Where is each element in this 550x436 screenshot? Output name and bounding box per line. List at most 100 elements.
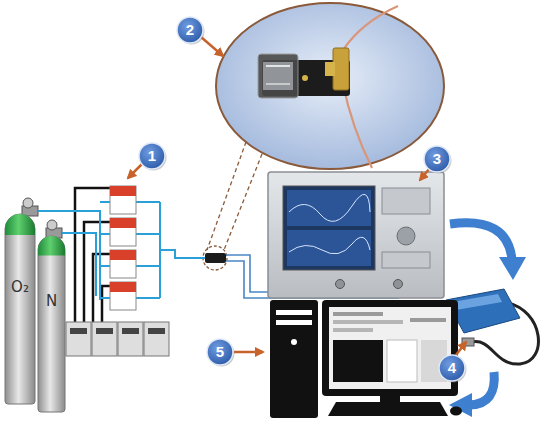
zoom-circle xyxy=(203,246,227,270)
ui-row xyxy=(333,320,403,324)
callout-label: 5 xyxy=(206,343,234,360)
pressure-gauge xyxy=(47,220,57,230)
screen-trace-panel xyxy=(287,190,371,226)
ui-row xyxy=(333,328,373,332)
chamber-window xyxy=(263,62,293,90)
screen-trace-panel xyxy=(287,230,371,266)
leader-arrow xyxy=(234,351,263,354)
computer-tower xyxy=(270,300,318,418)
leader-arrow xyxy=(456,342,466,355)
leader-arrow xyxy=(420,169,429,180)
leader-arrow xyxy=(201,37,223,56)
gas-cylinder: O₂ xyxy=(5,214,35,404)
callout-number: 2 xyxy=(176,16,204,44)
controller-label xyxy=(110,186,136,196)
supply-display xyxy=(148,328,165,334)
flow-arrow-head xyxy=(449,393,472,417)
glass-highlight xyxy=(266,65,290,67)
sma-connector xyxy=(325,62,335,76)
sensor-small xyxy=(205,253,226,263)
leader-arrow xyxy=(128,164,142,178)
callout-number: 5 xyxy=(206,338,234,366)
magnified-view xyxy=(216,3,444,169)
mouse xyxy=(450,407,462,416)
node-label: O₂ xyxy=(5,278,35,296)
cylinder-outline xyxy=(5,214,35,404)
callout-circle xyxy=(139,143,165,169)
power-supply xyxy=(92,322,117,356)
monitor xyxy=(322,300,458,396)
gas-cylinder-cap xyxy=(38,236,65,256)
test-port xyxy=(336,280,345,289)
callout-number: 1 xyxy=(138,142,166,170)
callout-label: 2 xyxy=(176,21,204,38)
power-supply xyxy=(66,322,91,356)
cylinder-outline xyxy=(38,236,65,412)
callout-number: 3 xyxy=(423,145,451,173)
supply-display xyxy=(96,328,113,334)
power-cable xyxy=(102,286,110,322)
power-cable xyxy=(75,188,110,322)
mass-flow-controller xyxy=(110,250,136,278)
screw xyxy=(302,75,308,81)
gas-cylinder-body xyxy=(38,236,65,412)
drive-bay xyxy=(276,310,312,315)
sma-connector xyxy=(333,48,349,90)
ui-row xyxy=(410,318,446,322)
callout-circle xyxy=(207,339,233,365)
gas-cylinder: N xyxy=(38,236,65,412)
rotary-knob xyxy=(397,227,415,245)
mass-flow-controller xyxy=(110,186,136,214)
gas-line xyxy=(62,233,96,296)
screen-trace xyxy=(289,194,370,221)
sensor-chamber xyxy=(258,54,298,98)
coax-cable xyxy=(343,6,398,50)
coax-cable xyxy=(343,84,372,168)
controller-label xyxy=(110,250,136,260)
node-label: N xyxy=(38,292,65,310)
callout-circle xyxy=(177,17,203,43)
button-panel xyxy=(382,188,430,214)
monitor-screen xyxy=(329,307,451,389)
daq-highlight xyxy=(452,294,502,310)
monitor-stand xyxy=(380,396,400,403)
gas-cylinder-body xyxy=(5,214,35,404)
supply-display xyxy=(122,328,139,334)
test-port xyxy=(394,280,403,289)
callout-circle xyxy=(439,355,465,381)
flow-arrow xyxy=(450,223,512,260)
callout-label: 3 xyxy=(423,150,451,167)
keyboard xyxy=(328,402,448,416)
callout-label: 4 xyxy=(438,359,466,376)
mass-flow-controller xyxy=(110,282,136,310)
power-supply xyxy=(118,322,143,356)
controller-label xyxy=(110,282,136,292)
ui-graph xyxy=(333,340,383,382)
ui-row xyxy=(333,312,383,316)
button-panel xyxy=(382,252,430,268)
mass-flow-controllers xyxy=(110,186,136,310)
power-supplies xyxy=(66,322,169,356)
callout-circle xyxy=(424,146,450,172)
analyzer-screen xyxy=(283,186,375,270)
zoom-line xyxy=(207,142,246,250)
flow-arrow xyxy=(470,372,494,405)
gas-cylinder-cap xyxy=(5,214,35,235)
supply-display xyxy=(70,328,87,334)
screen-trace xyxy=(289,237,370,254)
controller-label xyxy=(110,218,136,228)
power-button xyxy=(291,339,297,345)
zoom-line xyxy=(224,154,262,250)
drive-bay xyxy=(276,320,312,325)
callout-label: 1 xyxy=(138,147,166,164)
power-supply xyxy=(144,322,169,356)
ui-panel xyxy=(387,340,417,382)
callout-number: 4 xyxy=(438,354,466,382)
pressure-gauge xyxy=(23,198,33,208)
network-analyzer xyxy=(268,172,444,298)
glass-highlight xyxy=(266,84,290,85)
